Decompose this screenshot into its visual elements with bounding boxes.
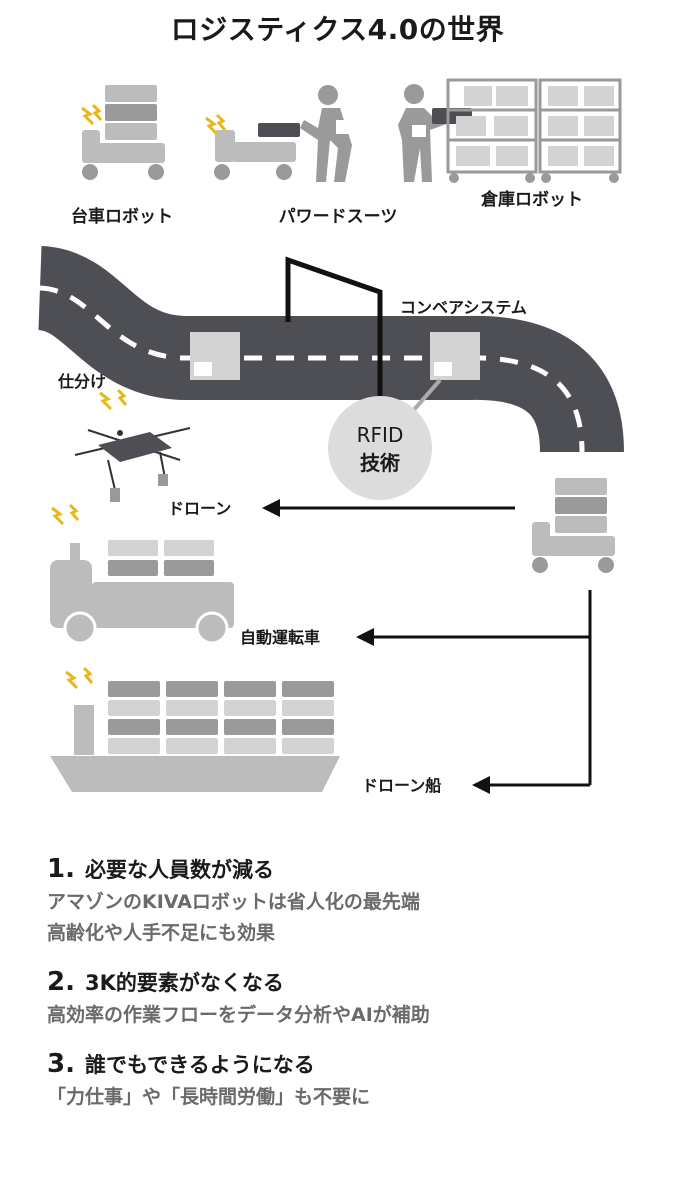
arrow-head-drone: [262, 499, 280, 517]
conveyor-frame: [285, 256, 383, 398]
cart-robot-illustration: [81, 85, 165, 180]
power-suit-illustration: [205, 85, 354, 182]
point-title: 必要な人員数が減る: [84, 858, 274, 882]
point-number: 1.: [47, 854, 75, 884]
label-power-suit: パワードスーツ: [279, 207, 398, 227]
logistics-diagram: 台車ロボット パワードスーツ: [35, 78, 624, 795]
flow-arrows: [278, 506, 592, 787]
point-item: 2. 3K的要素がなくなる 高効率の作業フローをデータ分析やAIが補助: [47, 965, 647, 1031]
label-rfid-tech: 技術: [360, 451, 400, 475]
point-detail: アマゾンのKIVAロボットは省人化の最先端: [47, 891, 420, 913]
label-drone: ドローン: [168, 499, 231, 518]
point-detail: 高齢化や人手不足にも効果: [47, 922, 276, 944]
spark-icon: [51, 506, 65, 526]
point-item: 1. 必要な人員数が減る アマゾンのKIVAロボットは省人化の最先端 高齢化や人手…: [47, 852, 647, 949]
conveyor-box: [190, 332, 240, 380]
point-heading: 3. 誰でもできるようになる: [47, 1047, 647, 1082]
point-title: 3K的要素がなくなる: [84, 971, 284, 995]
label-rfid: RFID: [357, 423, 404, 447]
drone-ship-illustration: [50, 666, 340, 792]
point-heading: 1. 必要な人員数が減る: [47, 852, 647, 887]
point-title: 誰でもできるようになる: [84, 1053, 315, 1077]
spark-icon: [205, 116, 219, 136]
point-heading: 2. 3K的要素がなくなる: [47, 965, 647, 1000]
label-sorting: 仕分け: [57, 372, 106, 391]
point-detail: 「力仕事」や「長時間労働」も不要に: [47, 1086, 371, 1108]
label-autonomous-truck: 自動運転車: [240, 628, 320, 647]
page-title: ロジスティクス4.0の世界: [170, 13, 505, 46]
drone-illustration: [74, 388, 191, 502]
point-item: 3. 誰でもできるようになる 「力仕事」や「長時間労働」も不要に: [47, 1047, 647, 1113]
rfid-bubble: [328, 378, 442, 500]
warehouse-robot-illustration: [398, 78, 622, 183]
label-drone-ship: ドローン船: [362, 776, 441, 795]
label-conveyor: コンベアシステム: [400, 298, 527, 317]
label-cart-robot: 台車ロボット: [71, 206, 173, 227]
autonomous-truck-illustration: [50, 503, 234, 645]
arrow-head-truck: [356, 628, 374, 646]
arrow-head-ship: [472, 776, 490, 794]
point-number: 2.: [47, 967, 75, 997]
spark-icon: [81, 106, 95, 126]
spark-icon: [65, 670, 79, 690]
point-detail: 高効率の作業フローをデータ分析やAIが補助: [47, 1004, 430, 1026]
key-points: 1. 必要な人員数が減る アマゾンのKIVAロボットは省人化の最先端 高齢化や人手…: [47, 852, 647, 1129]
label-warehouse-robot: 倉庫ロボット: [480, 189, 583, 210]
spark-icon: [99, 391, 113, 411]
delivery-cart-robot: [532, 478, 615, 573]
point-number: 3.: [47, 1049, 75, 1079]
conveyor-box: [430, 332, 480, 380]
